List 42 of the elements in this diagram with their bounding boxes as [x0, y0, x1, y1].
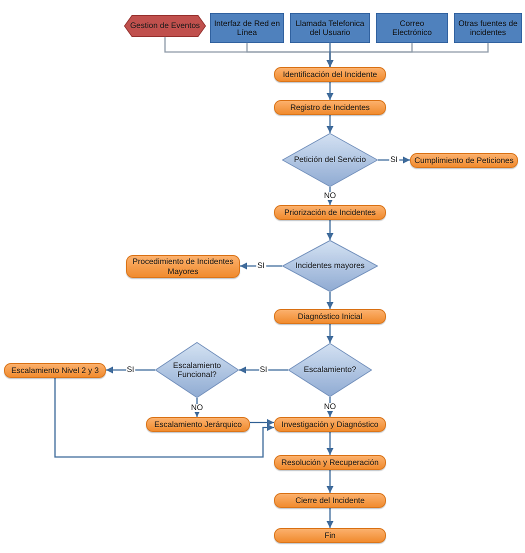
- edge-label: NO: [323, 192, 337, 200]
- arrow: [326, 220, 334, 240]
- process-box: Procedimiento de Incidentes Mayores: [126, 255, 240, 278]
- source-box: Llamada Telefonica del Usuario: [290, 13, 370, 43]
- arrow: [54, 378, 274, 458]
- arrow: [326, 508, 334, 528]
- arrow: [326, 115, 334, 133]
- decision-diamond: Petición del Servicio: [282, 133, 378, 187]
- source-box: Interfaz de Red en Línea: [210, 13, 284, 43]
- arrow: [326, 324, 334, 343]
- process-box: Cumplimiento de Peticiones: [410, 153, 518, 168]
- edge-label: SI: [126, 366, 136, 374]
- edge-label: NO: [323, 403, 337, 411]
- decision-diamond: Escalamiento Funcional?: [155, 342, 239, 398]
- arrow: [326, 82, 334, 100]
- arrow: [240, 262, 282, 270]
- edge-label: NO: [190, 404, 204, 412]
- source-box: Correo Electrónico: [376, 13, 448, 43]
- decision-diamond: Escalamiento?: [288, 343, 372, 397]
- process-box: Diagnóstico Inicial: [274, 309, 386, 324]
- process-box: Escalamiento Nivel 2 y 3: [4, 363, 106, 378]
- arrow: [239, 366, 288, 374]
- process-box: Resolución y Recuperación: [274, 455, 386, 470]
- process-box: Investigación y Diagnóstico: [274, 417, 386, 432]
- event-hexagon: Gestion de Eventos: [124, 15, 206, 37]
- process-box: Identificación del Incidente: [274, 67, 386, 82]
- edge-label: SI: [389, 156, 399, 164]
- arrow: [326, 292, 334, 309]
- process-box: Escalamiento Jerárquico: [146, 417, 250, 432]
- arrow: [326, 432, 334, 455]
- edge-label: SI: [256, 262, 266, 270]
- process-box: Cierre del Incidente: [274, 493, 386, 508]
- edge-label: SI: [258, 366, 268, 374]
- arrow: [326, 43, 334, 67]
- process-box: Fin: [274, 528, 386, 543]
- decision-diamond: Incidentes mayores: [282, 240, 378, 292]
- source-box: Otras fuentes de incidentes: [454, 13, 522, 43]
- arrow: [106, 366, 155, 374]
- arrow: [326, 470, 334, 493]
- arrow: [250, 419, 274, 426]
- process-box: Registro de Incidentes: [274, 100, 386, 115]
- process-box: Priorización de Incidentes: [274, 205, 386, 220]
